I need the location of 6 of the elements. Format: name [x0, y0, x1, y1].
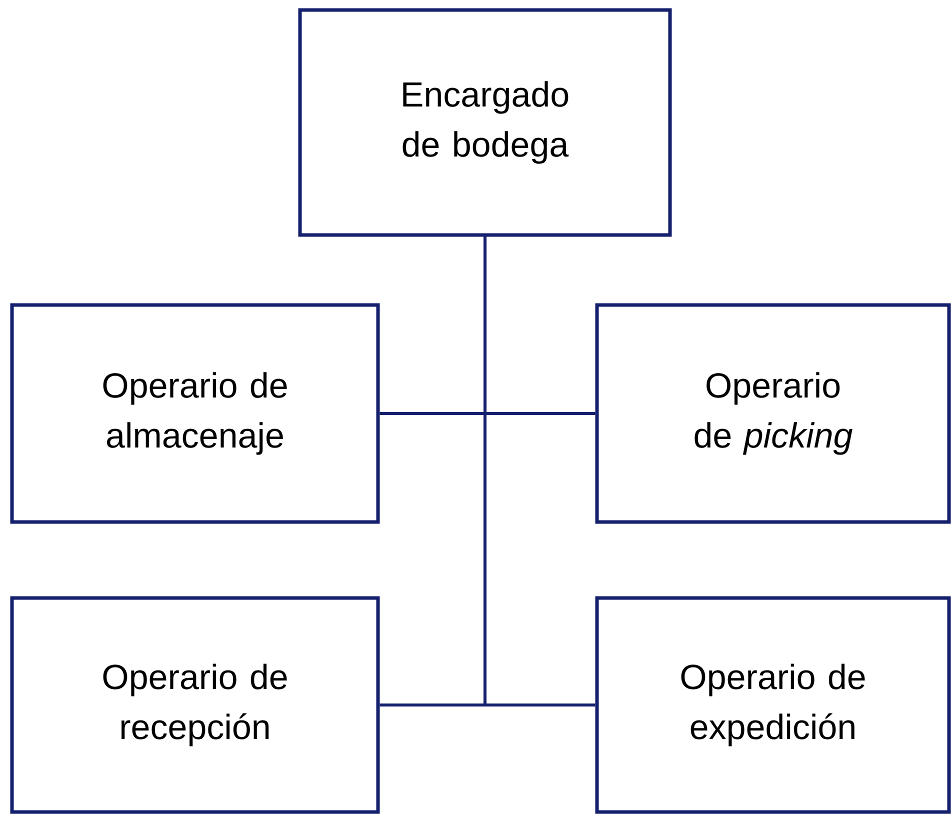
- org-box: Operario de recepción: [10, 596, 380, 814]
- org-box: Operario de picking: [595, 303, 951, 524]
- connector-line: [484, 236, 596, 706]
- org-box: Encargado de bodega: [298, 8, 672, 237]
- org-box: Operario de almacenaje: [10, 303, 380, 524]
- org-box: Operario de expedición: [595, 596, 951, 814]
